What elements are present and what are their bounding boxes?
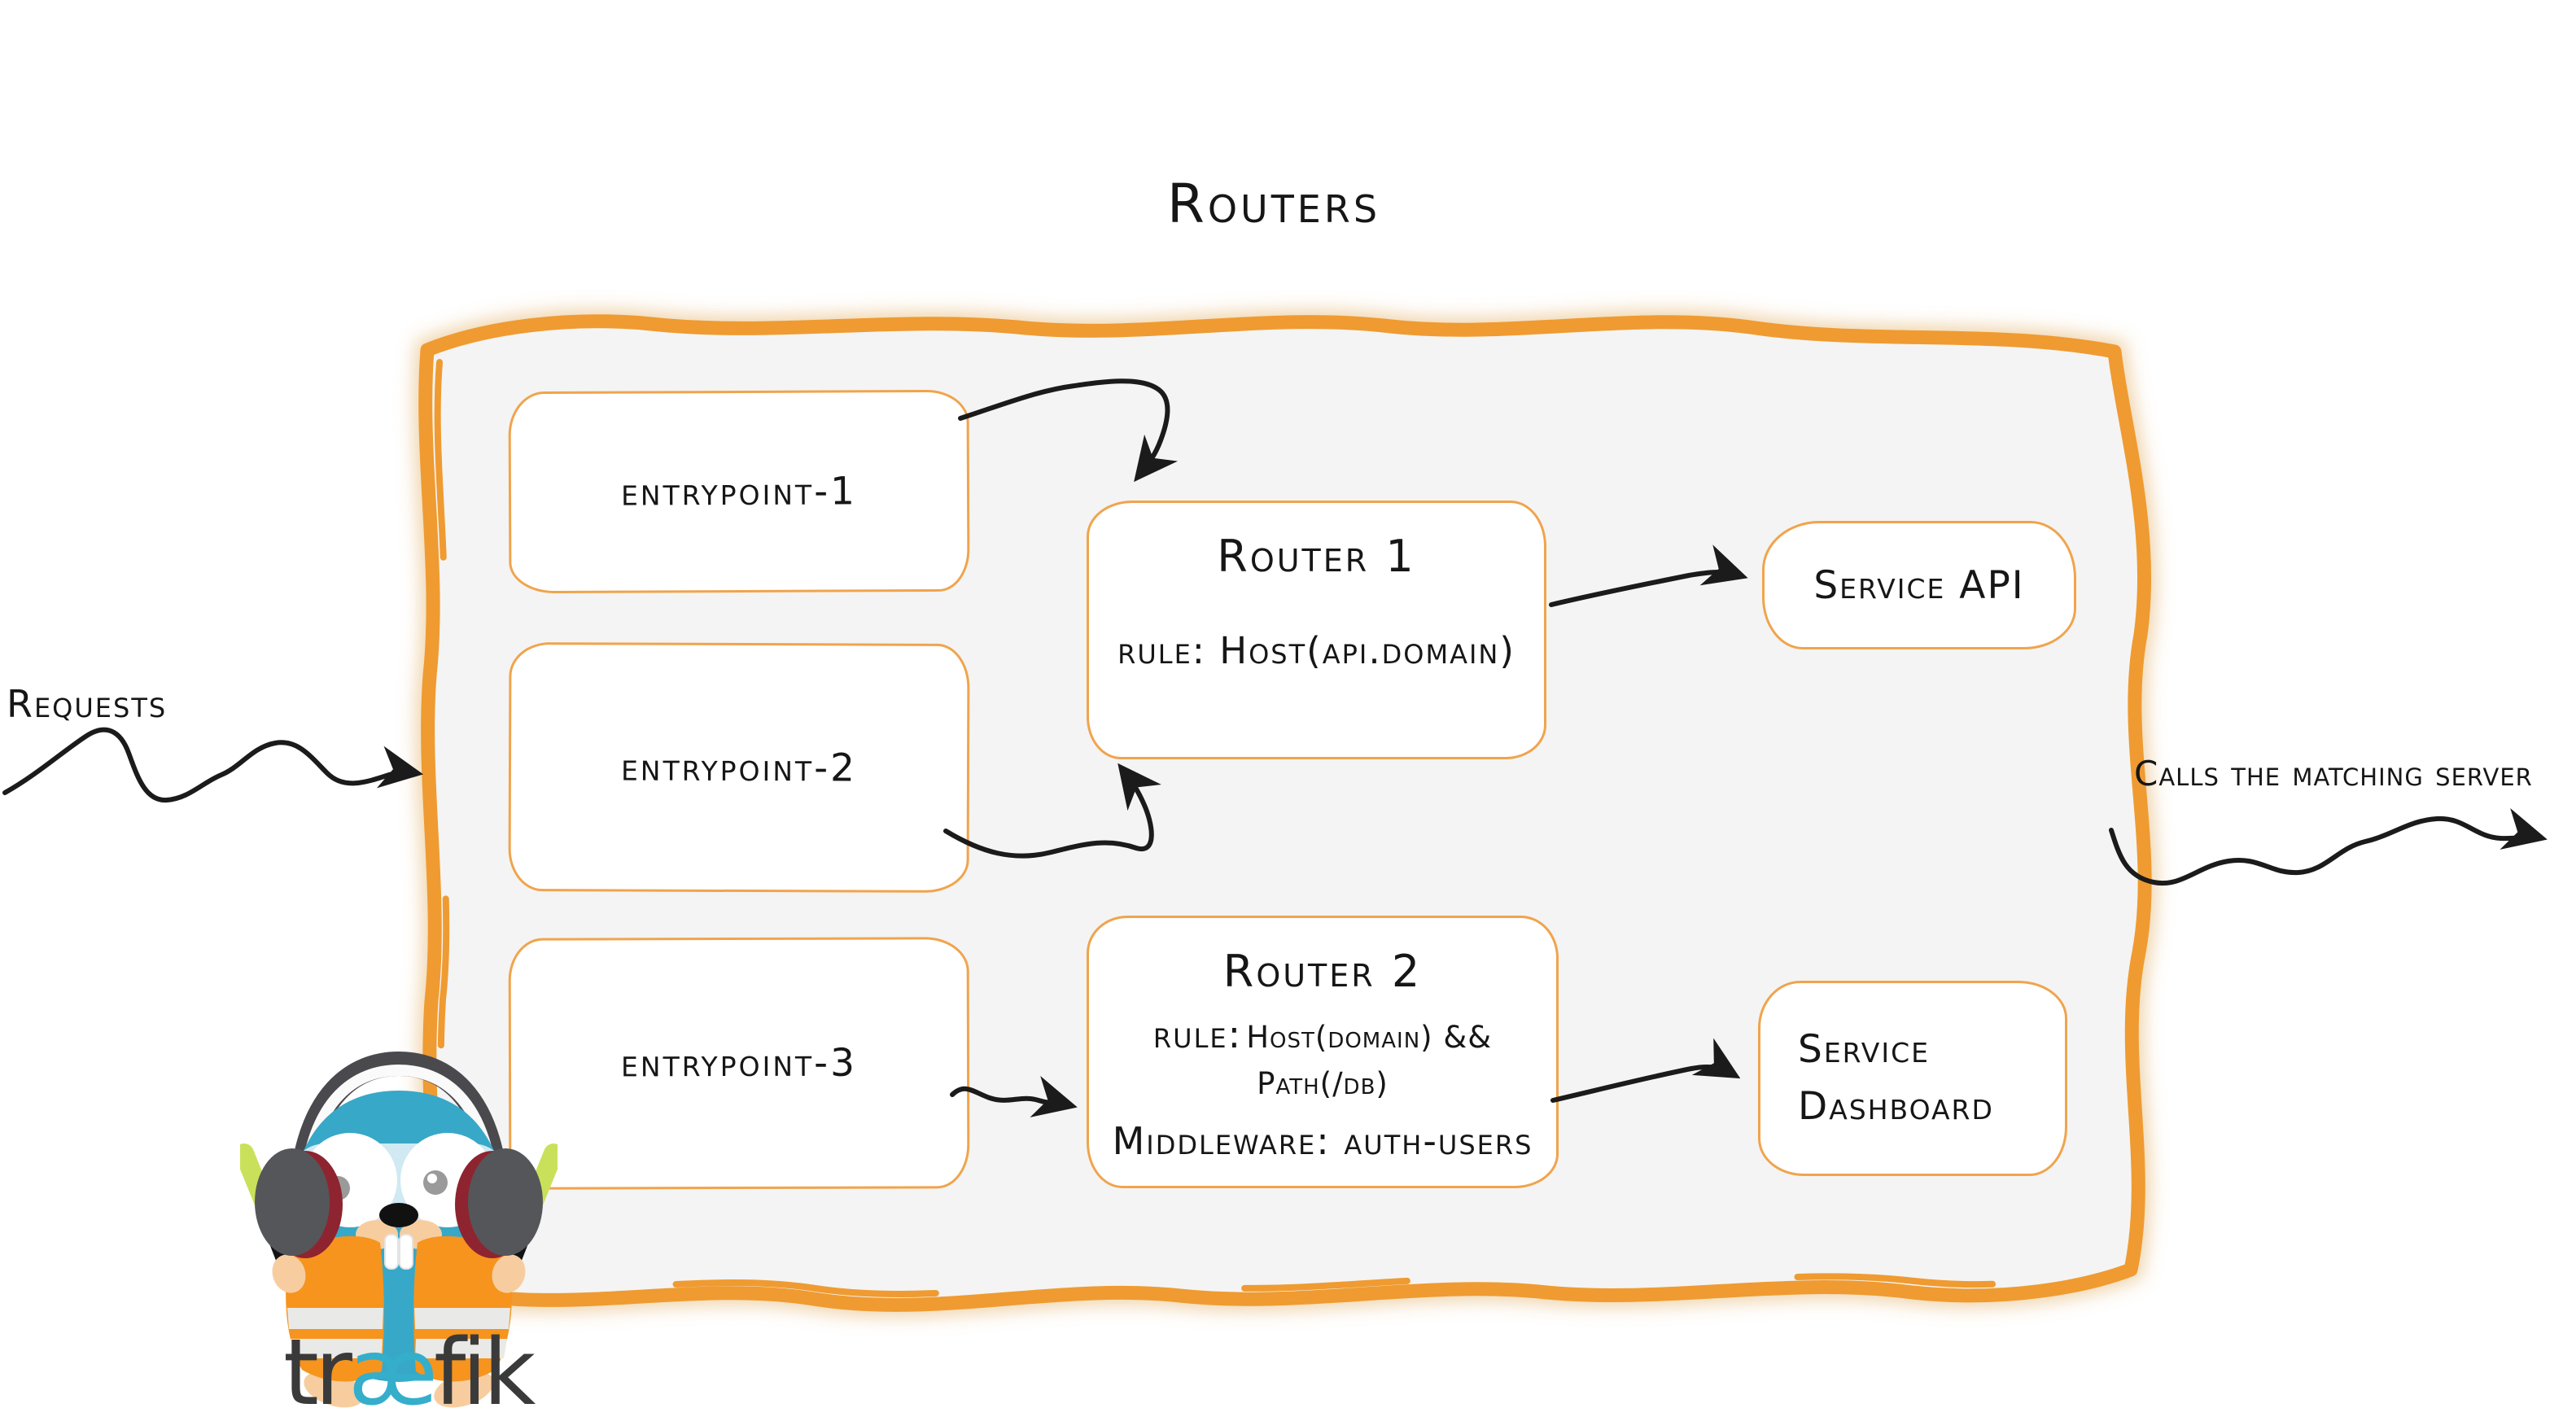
- gopher-earcup-right: [468, 1148, 543, 1256]
- arrow-entrypoint1-to-router1-icon: [958, 378, 1179, 483]
- router-2-middleware-value: auth-users: [1344, 1119, 1533, 1163]
- service-api-label: Service API: [1813, 562, 2025, 608]
- calls-matching-server-label: Calls the matching server: [2134, 754, 2533, 794]
- arrow-requests-icon: [2, 727, 424, 803]
- diagram-title: Routers: [1166, 173, 1381, 235]
- gopher-vest-stripe-left-2: [291, 1339, 383, 1358]
- router-1-rule: rule: Host(api.domain): [1117, 629, 1515, 672]
- service-dashboard-line2: Dashboard: [1798, 1084, 1994, 1129]
- node-service-api: Service API: [1762, 521, 2076, 649]
- node-router-2: Router 2 rule: Host(domain) && Path(/db)…: [1087, 916, 1559, 1188]
- gopher-tooth-right: [399, 1234, 413, 1270]
- gopher-tooth-left: [384, 1234, 399, 1270]
- router-2-rule: rule: Host(domain) && Path(/db): [1089, 1014, 1556, 1110]
- arrow-calls-matching-server-icon: [2109, 808, 2548, 886]
- entrypoint-1-label: entrypoint-1: [620, 468, 858, 515]
- arrow-router2-to-service-dashboard-icon: [1550, 1038, 1741, 1103]
- node-entrypoint-2: entrypoint-2: [508, 642, 970, 893]
- wordmark-part-ae: æ: [348, 1320, 438, 1408]
- service-dashboard-line1: Service: [1798, 1027, 1931, 1072]
- entrypoint-3-label: entrypoint-3: [620, 1040, 858, 1087]
- entrypoint-2-label: entrypoint-2: [620, 744, 858, 791]
- gopher-vest-stripe-right-2: [415, 1339, 507, 1358]
- router-1-rule-label: rule:: [1117, 629, 1206, 672]
- node-router-1: Router 1 rule: Host(api.domain): [1087, 501, 1546, 759]
- node-entrypoint-1: entrypoint-1: [508, 389, 970, 594]
- router-2-middleware: Middleware: auth-users: [1113, 1120, 1533, 1162]
- node-service-dashboard: Service Dashboard: [1758, 981, 2067, 1176]
- arrow-router1-to-service-api-icon: [1549, 544, 1748, 607]
- router-2-name: Router 2: [1222, 946, 1423, 997]
- service-dashboard-label: Service Dashboard: [1798, 1021, 1994, 1135]
- router-1-rule-value: Host(api.domain): [1219, 629, 1515, 672]
- wordmark-part-tr: tr: [283, 1320, 352, 1408]
- gopher-hand-left: [272, 1254, 306, 1293]
- node-entrypoint-3: entrypoint-3: [508, 937, 970, 1190]
- router-2-rule-label: rule:: [1152, 1012, 1243, 1056]
- requests-label: Requests: [7, 682, 168, 726]
- gopher-pupil-right-highlight: [427, 1174, 437, 1183]
- gopher-earcup-left: [255, 1148, 330, 1256]
- gopher-vest-stripe-left-1: [287, 1308, 383, 1329]
- gopher-nose: [379, 1203, 418, 1227]
- traefik-wordmark: træfik: [283, 1320, 536, 1408]
- gopher-pupil-right: [423, 1170, 448, 1195]
- router-2-rule-value: Host(domain) && Path(/db): [1246, 1020, 1493, 1101]
- router-2-middleware-label: Middleware:: [1112, 1119, 1331, 1163]
- router-1-name: Router 1: [1217, 531, 1416, 582]
- arrow-entrypoint2-to-router1-icon: [943, 763, 1161, 859]
- wordmark-part-fik: fik: [433, 1320, 536, 1408]
